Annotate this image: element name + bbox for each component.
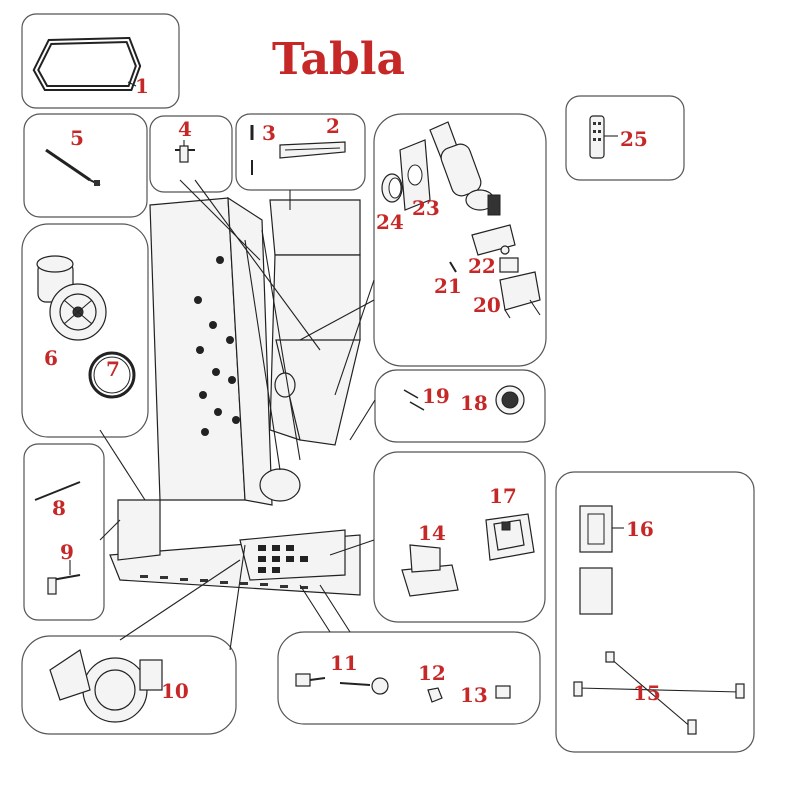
part-label-22[interactable]: 22 bbox=[468, 254, 496, 278]
part-label-19[interactable]: 19 bbox=[422, 384, 450, 408]
box-part-8-9[interactable] bbox=[23, 443, 105, 621]
stove-body bbox=[109, 196, 361, 596]
part-22-coupling-icon bbox=[471, 224, 516, 256]
part-2-panel-icon bbox=[279, 141, 346, 159]
part-10-blower-icon bbox=[49, 649, 163, 723]
part-15-legs-icon bbox=[573, 651, 745, 735]
part-17-control-board-icon bbox=[485, 513, 535, 561]
part-6-combustion-fan-icon bbox=[36, 255, 107, 341]
leader-lines bbox=[99, 179, 376, 651]
part-label-9[interactable]: 9 bbox=[60, 540, 74, 564]
part-14-tray-icon bbox=[401, 544, 459, 597]
part-19-clip-icon bbox=[403, 389, 425, 411]
part-label-7[interactable]: 7 bbox=[106, 357, 120, 381]
part-label-1[interactable]: 1 bbox=[135, 74, 149, 98]
part-25-remote-icon bbox=[589, 115, 618, 159]
part-label-6[interactable]: 6 bbox=[44, 346, 58, 370]
part-7-ring-gasket-icon bbox=[88, 351, 136, 399]
part-label-25[interactable]: 25 bbox=[620, 127, 648, 151]
part-label-5[interactable]: 5 bbox=[70, 126, 84, 150]
part-auger-motor-icon bbox=[429, 121, 501, 216]
box-part-11-13[interactable] bbox=[277, 631, 541, 725]
part-label-18[interactable]: 18 bbox=[460, 391, 488, 415]
part-24-ring-icon bbox=[381, 173, 403, 203]
part-21-screw-icon bbox=[449, 261, 457, 273]
box-part-1[interactable] bbox=[21, 13, 180, 109]
part-label-16[interactable]: 16 bbox=[626, 517, 654, 541]
part-20-gearmotor-icon bbox=[499, 257, 541, 319]
part-8-rod-icon bbox=[34, 481, 81, 501]
part-12-nut-icon bbox=[427, 687, 443, 703]
part-4-bracket-icon bbox=[175, 140, 195, 163]
part-9-igniter-icon bbox=[47, 560, 81, 595]
part-label-2[interactable]: 2 bbox=[326, 114, 340, 138]
box-part-4[interactable] bbox=[149, 115, 233, 193]
part-label-21[interactable]: 21 bbox=[434, 274, 462, 298]
part-11-cable-icon bbox=[295, 673, 389, 695]
part-18-pressure-switch-icon bbox=[495, 385, 525, 415]
box-part-5[interactable] bbox=[23, 113, 148, 218]
part-label-23[interactable]: 23 bbox=[412, 196, 440, 220]
part-label-13[interactable]: 13 bbox=[460, 683, 488, 707]
part-1-gasket-icon bbox=[32, 36, 142, 91]
diagram-title: Tabla bbox=[272, 34, 406, 85]
part-label-11[interactable]: 11 bbox=[330, 651, 358, 675]
part-label-15[interactable]: 15 bbox=[633, 681, 661, 705]
part-label-12[interactable]: 12 bbox=[418, 661, 446, 685]
part-label-8[interactable]: 8 bbox=[52, 496, 66, 520]
part-16-display-icon bbox=[579, 505, 624, 615]
part-label-20[interactable]: 20 bbox=[473, 293, 501, 317]
part-label-17[interactable]: 17 bbox=[489, 484, 517, 508]
part-label-10[interactable]: 10 bbox=[161, 679, 189, 703]
part-label-3[interactable]: 3 bbox=[262, 121, 276, 145]
part-13-clip-icon bbox=[495, 685, 511, 699]
part-5-sensor-icon bbox=[45, 148, 101, 186]
part-23-plate-icon bbox=[399, 139, 431, 211]
part-label-14[interactable]: 14 bbox=[418, 521, 446, 545]
part-label-24[interactable]: 24 bbox=[376, 210, 404, 234]
part-label-4[interactable]: 4 bbox=[178, 117, 192, 141]
